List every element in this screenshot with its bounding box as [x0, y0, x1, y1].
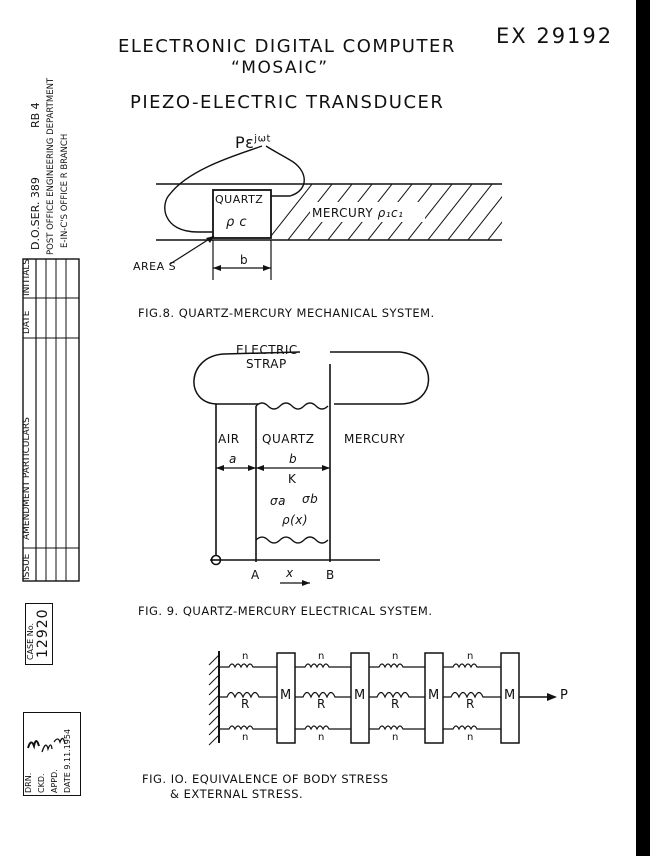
drn-label: DRN.	[24, 772, 33, 793]
side-ser: D.O.SER. 389	[29, 177, 42, 250]
fig8-mercury-symbol: ρ₁c₁	[377, 206, 404, 220]
fig9-mercury: MERCURY	[344, 432, 406, 446]
fig10-n-top-3: n	[392, 651, 399, 662]
fig8-p-sup: jωt	[254, 133, 271, 145]
signature-marks	[27, 737, 66, 753]
fig9-rho: ρ(x)	[282, 513, 309, 527]
amend-col-initials: INITIALS	[22, 258, 32, 296]
amend-col-particulars: AMENDMENT PARTICULARS	[22, 417, 32, 540]
ckd-label: CKD.	[37, 773, 46, 793]
fig10-n-top-1: n	[242, 651, 249, 662]
document-title: ELECTRONIC DIGITAL COMPUTER	[118, 36, 456, 57]
fig9-k: K	[288, 472, 297, 486]
fig8-mercury-text: MERCURY	[312, 206, 374, 220]
fig10-M-3: M	[428, 688, 440, 703]
fig8-b-label: b	[240, 253, 249, 267]
fig10-n-bot-4: n	[467, 732, 474, 743]
fig10-M-1: M	[280, 688, 292, 703]
side-office: E-IN-C'S OFFICE R BRANCH	[60, 133, 70, 248]
fig8-area-label: AREA S	[133, 260, 177, 273]
document-subtitle: “MOSAIC”	[231, 58, 329, 78]
fig9-label-B: B	[326, 568, 335, 582]
fig10-caption-2: & EXTERNAL STRESS.	[170, 787, 304, 801]
fig8-caption: FIG.8. QUARTZ-MERCURY MECHANICAL SYSTEM.	[138, 306, 435, 320]
fig9-label-x: x	[286, 566, 294, 580]
scan-edge-bar	[636, 0, 650, 856]
fig9-quartz: QUARTZ	[262, 432, 315, 446]
fig10-n-bot-2: n	[318, 732, 325, 743]
side-rb: RB 4	[29, 102, 42, 128]
fig10-caption-1: FIG. IO. EQUIVALENCE OF BODY STRESS	[142, 772, 389, 786]
fig9-air: AIR	[218, 432, 240, 446]
case-number: 12920	[35, 608, 51, 658]
fig10-n-bot-3: n	[392, 732, 399, 743]
appd-label: APPD.	[50, 769, 59, 793]
fig8-p-label: Pεjωt	[235, 133, 271, 152]
fig8-quartz-label: QUARTZ	[215, 193, 264, 206]
amend-col-issue: ISSUE	[22, 553, 32, 580]
fig9-a: a	[229, 452, 237, 466]
fig10-R-1: R	[241, 697, 250, 711]
fig10-P: P	[560, 688, 569, 703]
amend-col-date: DATE	[22, 310, 32, 334]
fig9-sigma-a: σa	[270, 494, 286, 508]
fig8-p-text: Pε	[235, 133, 255, 152]
case-box	[25, 603, 53, 665]
amendment-table	[22, 258, 80, 582]
fig10-M-2: M	[354, 688, 366, 703]
fig10-n-bot-1: n	[242, 732, 249, 743]
fig9-caption: FIG. 9. QUARTZ-MERCURY ELECTRICAL SYSTEM…	[138, 604, 433, 618]
fig9-strap-2: STRAP	[246, 357, 287, 371]
fig10-R-3: R	[391, 697, 400, 711]
case-label: CASE No.	[26, 622, 35, 660]
fig10-R-2: R	[317, 697, 326, 711]
fig9-sigma-b: σb	[302, 492, 319, 506]
side-dept: POST OFFICE ENGINEERING DEPARTMENT	[46, 77, 56, 255]
fig10-M-4: M	[504, 688, 516, 703]
fig10-R-4: R	[466, 697, 475, 711]
section-heading: PIEZO-ELECTRIC TRANSDUCER	[130, 92, 445, 113]
fig10-n-top-2: n	[318, 651, 325, 662]
fig10-diagram	[208, 651, 557, 746]
signoff-box	[23, 712, 81, 796]
fig10-n-top-4: n	[467, 651, 474, 662]
fig9-diagram	[193, 351, 430, 586]
reference-number: EX 29192	[496, 24, 614, 48]
fig8-diagram	[156, 145, 502, 280]
fig8-mercury-label: MERCURY ρ₁c₁	[312, 206, 403, 220]
fig9-b: b	[289, 452, 298, 466]
fig8-rho-c: ρ c	[226, 215, 248, 230]
fig9-strap-1: ELECTRIC	[236, 343, 298, 357]
fig9-label-A: A	[251, 568, 260, 582]
